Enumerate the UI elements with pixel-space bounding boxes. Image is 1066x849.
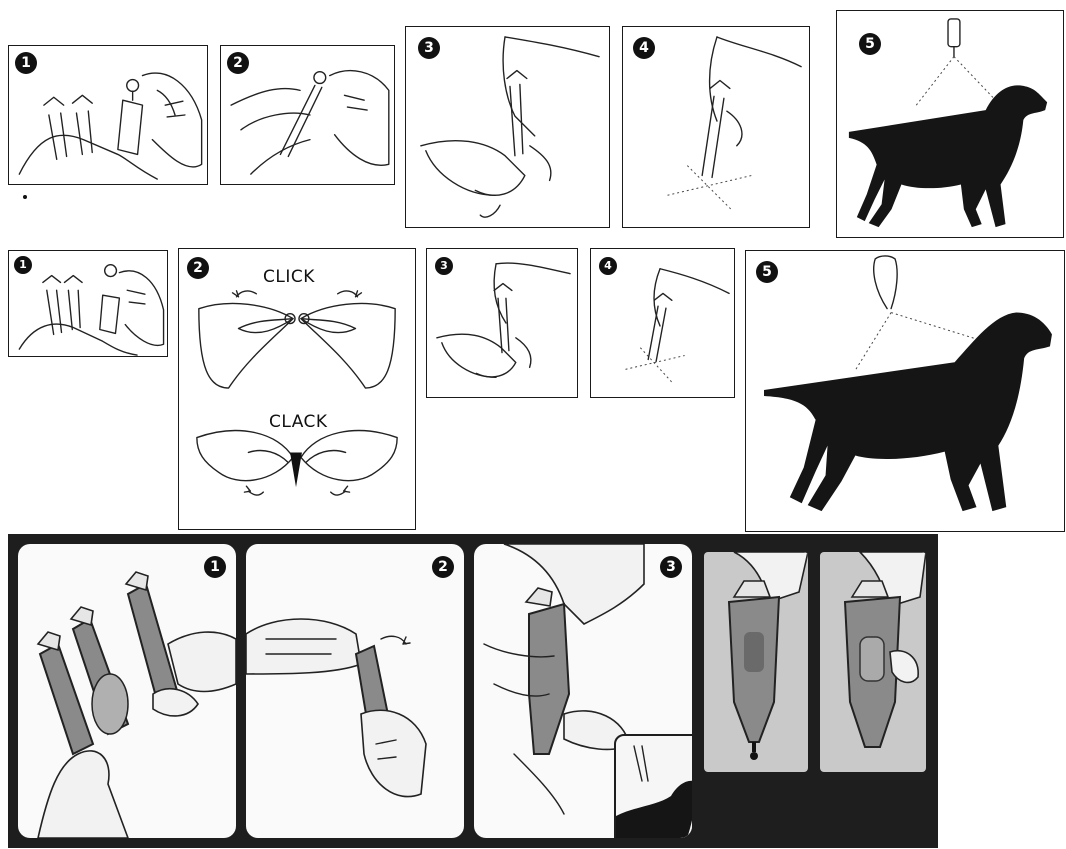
- row2-step1-panel: 1: [8, 250, 168, 357]
- step-number-badge: 1: [15, 52, 37, 74]
- separating-applicators-illustration: [9, 251, 167, 356]
- applicator-squeeze-photo: [704, 552, 808, 772]
- parting-fur-illustration: [406, 27, 609, 227]
- separating-applicators-photo: [18, 544, 236, 838]
- applicator-empty-photo: [820, 552, 926, 772]
- row1-step4-panel: 4: [622, 26, 810, 228]
- row3-step1-card: 1: [18, 544, 236, 838]
- step-number-badge: 5: [859, 33, 881, 55]
- row2-step3-panel: 3: [426, 248, 578, 398]
- dog-inset-thumbnail: [614, 734, 692, 838]
- step-number-badge: 4: [633, 37, 655, 59]
- row3-step3b-card: [820, 552, 926, 772]
- step-number-badge: 2: [432, 556, 454, 578]
- row3-step3a-card: [704, 552, 808, 772]
- row2-step5-panel: 5: [745, 250, 1065, 532]
- row3-step2-card: 2: [246, 544, 464, 838]
- dog-silhouette-icon: [616, 736, 692, 838]
- step-number-badge: 3: [660, 556, 682, 578]
- step-number-badge: 3: [418, 37, 440, 59]
- row1-step1-panel: 1: [8, 45, 208, 185]
- applying-dose-illustration: [623, 27, 809, 227]
- click-clack-snapping-illustration: [179, 249, 415, 529]
- speck-mark: [23, 195, 27, 199]
- photo-instruction-strip: 1 2 3: [8, 534, 938, 848]
- step-number-badge: 5: [756, 261, 778, 283]
- row3-step3-card: 3: [474, 544, 692, 838]
- row1-step5-panel: 5: [836, 10, 1064, 238]
- separating-applicators-illustration: [9, 46, 207, 184]
- step-number-badge: 1: [204, 556, 226, 578]
- step-number-badge: 2: [187, 257, 209, 279]
- step-number-badge: 3: [435, 257, 453, 275]
- row1-step3-panel: 3: [405, 26, 610, 228]
- step-number-badge: 4: [599, 257, 617, 275]
- step-number-badge: 1: [14, 256, 32, 274]
- row2-step2-panel: 2 CLICK CLACK: [178, 248, 416, 530]
- dog-application-site-illustration: [746, 251, 1064, 531]
- clack-caption: CLACK: [269, 412, 328, 432]
- click-caption: CLICK: [263, 267, 315, 287]
- step-number-badge: 2: [227, 52, 249, 74]
- row2-step4-panel: 4: [590, 248, 735, 398]
- row1-step2-panel: 2: [220, 45, 395, 185]
- snapping-tip-photo: [246, 544, 464, 838]
